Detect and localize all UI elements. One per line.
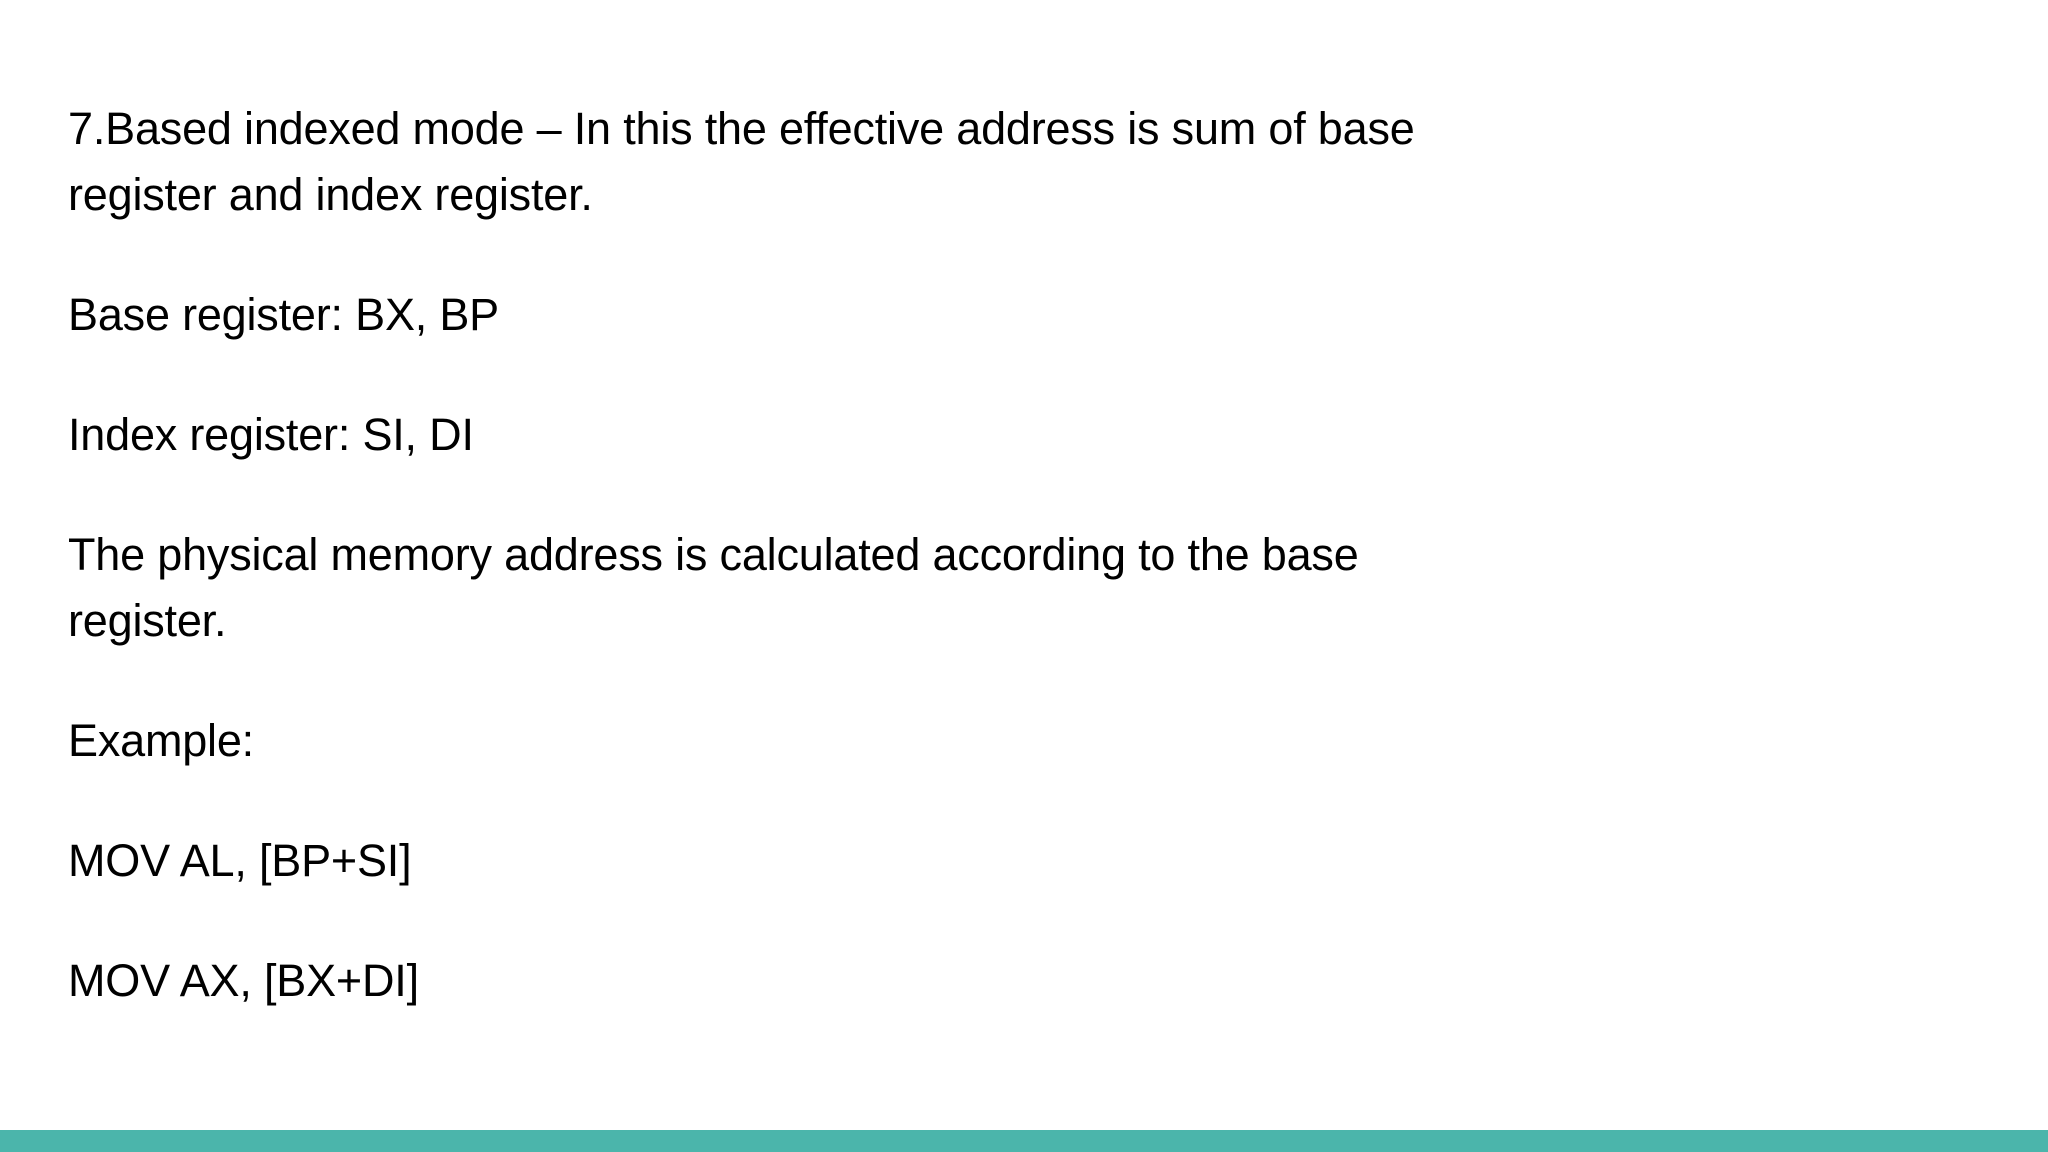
paragraph-based-indexed-mode: 7.Based indexed mode – In this the effec… [68,103,1427,220]
paragraph-index-register: Index register: SI, DI [68,409,474,460]
paragraph-physical-memory-address: The physical memory address is calculate… [68,529,1371,646]
paragraph-example-instruction-2: MOV AX, [BX+DI] [68,955,419,1006]
paragraph-base-register: Base register: BX, BP [68,289,499,340]
paragraph-example-instruction-1: MOV AL, [BP+SI] [68,835,412,886]
footer-accent-bar [0,1130,2048,1152]
paragraph-example-label: Example: [68,715,254,766]
slide-content-body: 7.Based indexed mode – In this the effec… [68,96,1968,1014]
